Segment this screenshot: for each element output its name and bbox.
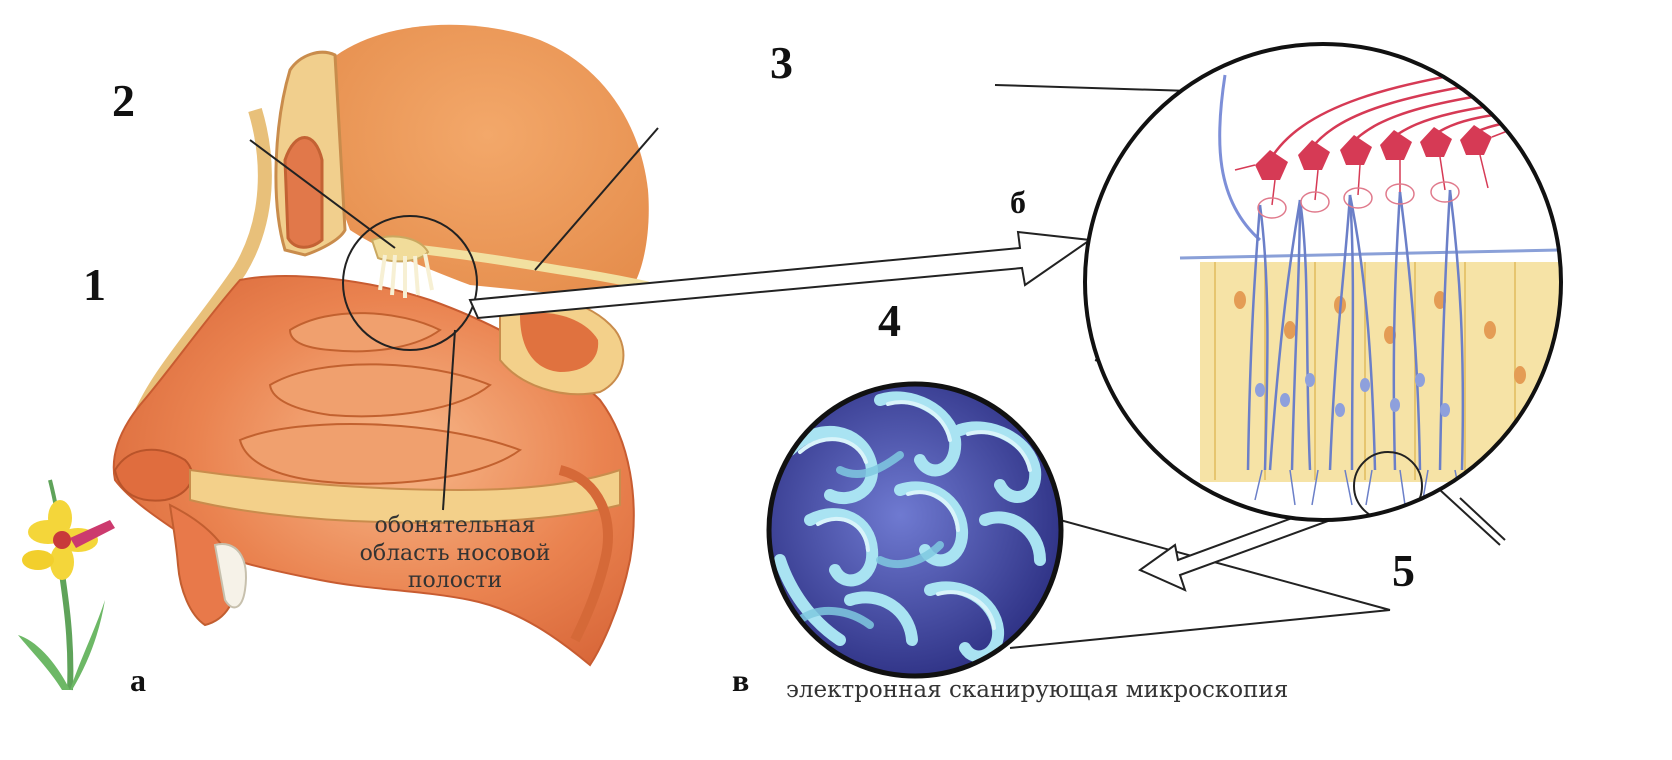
label-3: 3: [770, 40, 793, 86]
label-5: 5: [1392, 548, 1415, 594]
olfactory-caption-line-1: обонятельная: [325, 512, 585, 540]
magnified-epithelium: [1085, 44, 1561, 520]
sem-image: [769, 384, 1061, 676]
frontal-sinus: [285, 138, 322, 248]
olfactory-region-caption: обонятельная область носовой полости: [325, 512, 585, 595]
label-1: 1: [83, 262, 106, 308]
label-2: 2: [112, 78, 135, 124]
daffodil-flower: [18, 480, 115, 690]
letter-v: в: [732, 664, 749, 696]
olfactory-caption-line-2: область носовой: [325, 540, 585, 568]
label-4: 4: [878, 298, 901, 344]
olfactory-caption-line-3: полости: [325, 567, 585, 595]
letter-a: а: [130, 664, 146, 696]
microscopy-caption: электронная сканирующая микроскопия: [786, 676, 1306, 705]
letter-b: б: [1010, 186, 1026, 218]
